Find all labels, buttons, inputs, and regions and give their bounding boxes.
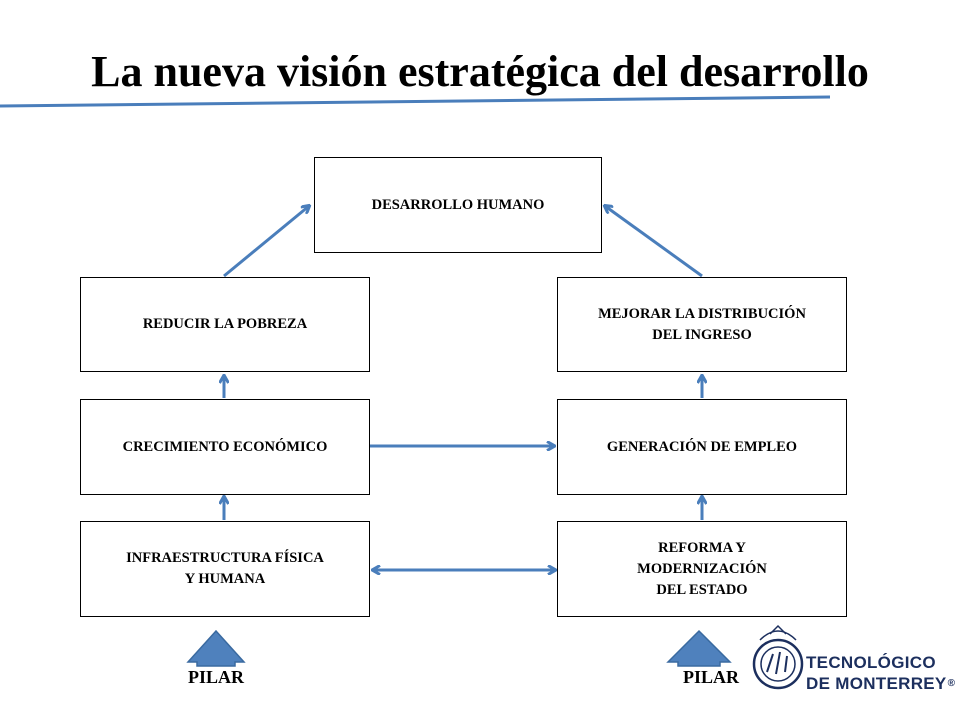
seal-icon	[752, 624, 804, 690]
pilar-label-left: PILAR	[187, 667, 244, 687]
logo-line1: TECNOLÓGICO	[806, 653, 936, 672]
box-reducir-pobreza: REDUCIR LA POBREZA	[80, 277, 370, 372]
title-underline	[0, 95, 831, 108]
box-crecimiento-economico: CRECIMIENTO ECONÓMICO	[80, 399, 370, 495]
logo-line2: DE MONTERREY	[806, 674, 947, 693]
arrow-pobreza-to-desarrollo	[223, 206, 309, 278]
logo-registered-mark: ®	[947, 678, 956, 689]
arrow-distribucion-to-desarrollo	[605, 206, 703, 278]
pilar-arrow-left	[186, 629, 246, 667]
box-generacion-empleo: GENERACIÓN DE EMPLEO	[557, 399, 847, 495]
page-title: La nueva visión estratégica del desarrol…	[91, 47, 869, 96]
logo-wordmark: TECNOLÓGICO DE MONTERREY®	[806, 652, 955, 694]
box-desarrollo-humano: DESARROLLO HUMANO	[314, 157, 602, 253]
pilar-arrow-right	[666, 629, 732, 667]
pilar-label-right: PILAR	[682, 667, 739, 687]
